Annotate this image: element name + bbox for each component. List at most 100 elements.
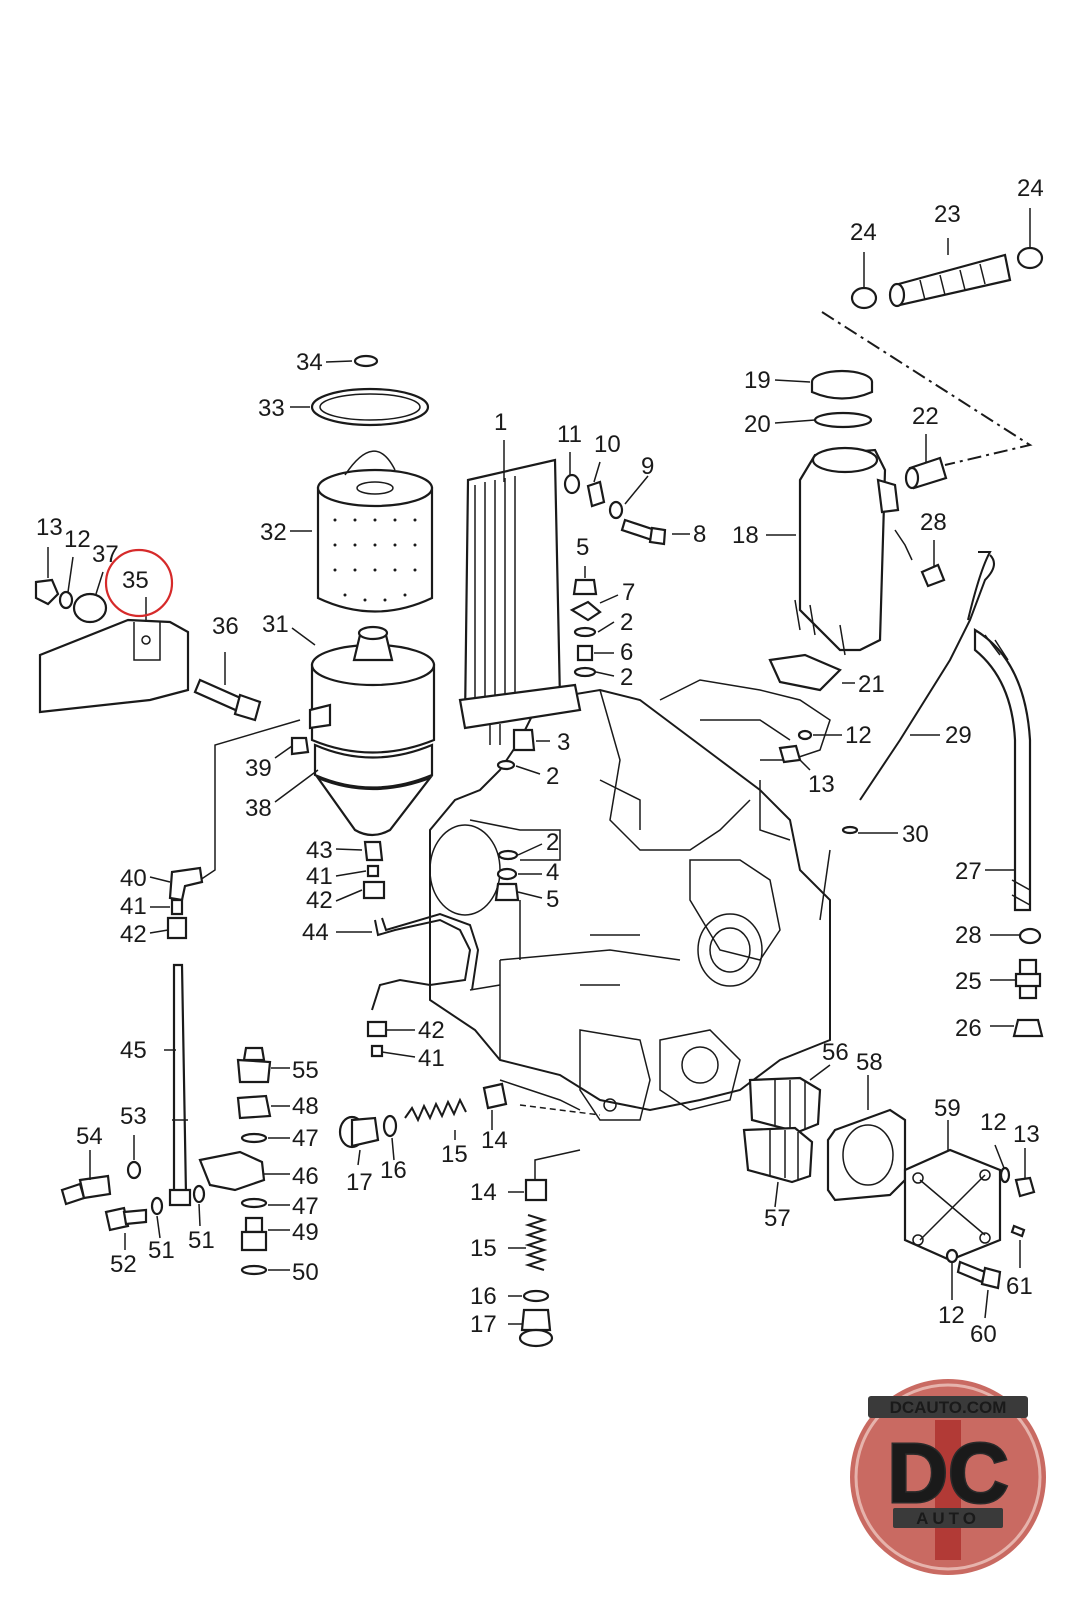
part-28-clip-b[interactable]	[1018, 927, 1042, 945]
part-23-breather-hose[interactable]	[888, 253, 1012, 308]
part-61-pin[interactable]	[1010, 1224, 1026, 1238]
callout-14: 14	[481, 1127, 508, 1154]
part-54-sensor[interactable]	[60, 1174, 112, 1206]
part-2-washer-b[interactable]	[573, 666, 597, 678]
part-17-plug-b[interactable]	[518, 1308, 554, 1348]
part-24-clamp-a[interactable]	[850, 286, 878, 310]
part-51-washer-b[interactable]	[192, 1184, 206, 1204]
callout-12: 12	[845, 722, 872, 749]
part-34-seal[interactable]	[353, 354, 379, 368]
part-18-oil-tank[interactable]	[794, 446, 913, 656]
part-26-plug[interactable]	[1012, 1018, 1044, 1038]
part-30-o-ring[interactable]	[841, 825, 859, 835]
part-2-washer-d[interactable]	[497, 849, 519, 861]
part-13-nut-left[interactable]	[34, 578, 60, 606]
part-36-bolt[interactable]	[193, 678, 262, 722]
part-42-nut-a[interactable]	[166, 916, 188, 940]
part-14-piston-a[interactable]	[482, 1082, 508, 1110]
part-11-sleeve[interactable]	[563, 473, 581, 495]
part-53-washer[interactable]	[126, 1160, 142, 1180]
part-15-spring-a[interactable]	[404, 1097, 467, 1123]
part-14-piston-b[interactable]	[524, 1178, 548, 1202]
callout-35: 35	[122, 567, 149, 594]
part-6-spacer[interactable]	[576, 644, 594, 662]
part-21-tank-gasket[interactable]	[768, 653, 842, 692]
part-40-elbow[interactable]	[168, 866, 204, 902]
part-31-filter-housing[interactable]	[308, 625, 436, 754]
callout-24: 24	[1017, 175, 1044, 202]
part-42-nut-c[interactable]	[366, 1020, 388, 1038]
callout-21: 21	[858, 671, 885, 698]
part-12-washer-tank[interactable]	[797, 729, 813, 741]
part-2-washer-a[interactable]	[573, 626, 597, 638]
part-42-nut-b[interactable]	[362, 880, 386, 900]
logo-domain-text: DCAUTO.COM	[890, 1398, 1007, 1417]
part-17-plug-a[interactable]	[338, 1115, 380, 1149]
callout-17: 17	[470, 1311, 497, 1338]
part-56-gear[interactable]	[748, 1076, 822, 1134]
part-39-plug[interactable]	[290, 736, 310, 756]
callout-41: 41	[120, 893, 147, 920]
part-37-washer[interactable]	[72, 592, 108, 624]
callout-18: 18	[732, 522, 759, 549]
callout-61: 61	[1006, 1273, 1033, 1300]
part-57-gear[interactable]	[742, 1126, 814, 1184]
callout-1: 1	[494, 409, 507, 436]
part-8-bolt[interactable]	[620, 518, 667, 546]
part-55-switch[interactable]	[236, 1046, 272, 1084]
part-52-bolt[interactable]	[104, 1206, 148, 1232]
part-4-spacer[interactable]	[496, 867, 518, 881]
part-29-dipstick[interactable]	[859, 551, 995, 801]
part-41-nipple-c[interactable]	[370, 1044, 384, 1058]
part-47-washer-b[interactable]	[240, 1197, 268, 1209]
part-20-cap-seal[interactable]	[813, 411, 873, 429]
part-58-gasket[interactable]	[826, 1108, 907, 1202]
part-49-sender[interactable]	[240, 1216, 268, 1252]
part-12-washer-right-b[interactable]	[945, 1248, 959, 1264]
part-32-filter-cartridge[interactable]	[316, 450, 434, 613]
part-19-cap[interactable]	[810, 369, 874, 400]
part-46-t-fitting[interactable]	[198, 1150, 266, 1192]
part-60-bolt[interactable]	[956, 1260, 1002, 1290]
part-16-seal-b[interactable]	[522, 1289, 550, 1303]
part-15-spring-b[interactable]	[524, 1214, 548, 1271]
part-9-washer[interactable]	[608, 500, 624, 520]
part-1-oil-cooler[interactable]	[458, 458, 582, 745]
part-12-washer-left[interactable]	[58, 590, 74, 610]
part-41-nipple-b[interactable]	[366, 864, 380, 878]
part-33-gasket[interactable]	[310, 387, 430, 427]
part-10-bushing[interactable]	[586, 480, 606, 508]
part-13-nut-tank[interactable]	[778, 744, 802, 764]
callout-44: 44	[302, 919, 329, 946]
part-28-clip-a[interactable]	[920, 563, 946, 588]
part-5-nut-b[interactable]	[494, 882, 520, 902]
part-22-nipple[interactable]	[904, 456, 948, 490]
part-41-nipple-a[interactable]	[170, 898, 184, 916]
part-12-washer-right-a[interactable]	[999, 1166, 1011, 1184]
part-24-clamp-b[interactable]	[1016, 246, 1044, 270]
callout-42: 42	[306, 887, 333, 914]
part-13-nut-right[interactable]	[1014, 1176, 1036, 1198]
part-3-grommet[interactable]	[512, 728, 536, 752]
part-16-seal-a[interactable]	[382, 1114, 398, 1138]
part-48-nut[interactable]	[236, 1094, 272, 1120]
part-7-mount[interactable]	[569, 600, 602, 622]
part-27-hose[interactable]	[973, 628, 1032, 912]
part-2-washer-c[interactable]	[496, 759, 516, 771]
part-59-pump-cover[interactable]	[903, 1148, 1002, 1262]
part-47-washer-a[interactable]	[240, 1132, 268, 1144]
callout-26: 26	[955, 1015, 982, 1042]
callout-labels: 1 2 2 2 2 3 4 5 5 6 7 8 9 10 11 12 12 12…	[36, 175, 1044, 1348]
callout-12: 12	[938, 1302, 965, 1329]
part-44-oil-line[interactable]	[371, 912, 480, 1011]
part-51-washer-a[interactable]	[150, 1196, 164, 1216]
part-5-nut-a[interactable]	[572, 578, 598, 596]
part-35-bracket[interactable]	[38, 618, 190, 714]
part-45-dipstick-tube[interactable]	[168, 963, 192, 1207]
callout-30: 30	[902, 821, 929, 848]
callout-16: 16	[380, 1157, 407, 1184]
part-38-filter-bowl[interactable]	[313, 743, 434, 837]
part-25-connector[interactable]	[1014, 958, 1042, 1000]
part-50-washer[interactable]	[240, 1264, 268, 1276]
part-43-fitting[interactable]	[363, 840, 384, 862]
